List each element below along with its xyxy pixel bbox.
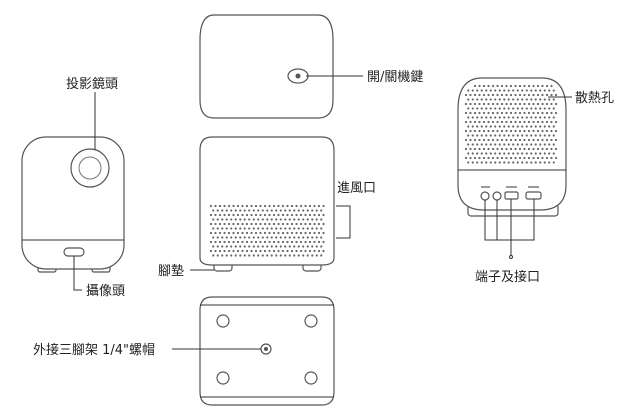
camera: [63, 247, 85, 257]
front-view: [21, 136, 125, 273]
label-lens: 投影鏡頭: [66, 76, 118, 92]
air-inlet-grille: [209, 204, 325, 257]
label-camera: 攝像頭: [86, 283, 125, 299]
side-view: [199, 136, 335, 272]
label-vent-out: 散熱孔: [575, 91, 614, 106]
back-view: [457, 77, 567, 217]
bottom-view: [199, 296, 335, 406]
label-ports: 端子及接口: [475, 269, 540, 285]
vent-grille: [464, 84, 558, 164]
label-tripod-nut: 外接三腳架 1/4"螺帽: [33, 342, 155, 358]
label-air-inlet: 進風口: [337, 181, 376, 196]
label-feet: 腳墊: [158, 264, 184, 279]
top-view: [199, 14, 334, 119]
label-power-button: 開/關機鍵: [367, 69, 423, 85]
